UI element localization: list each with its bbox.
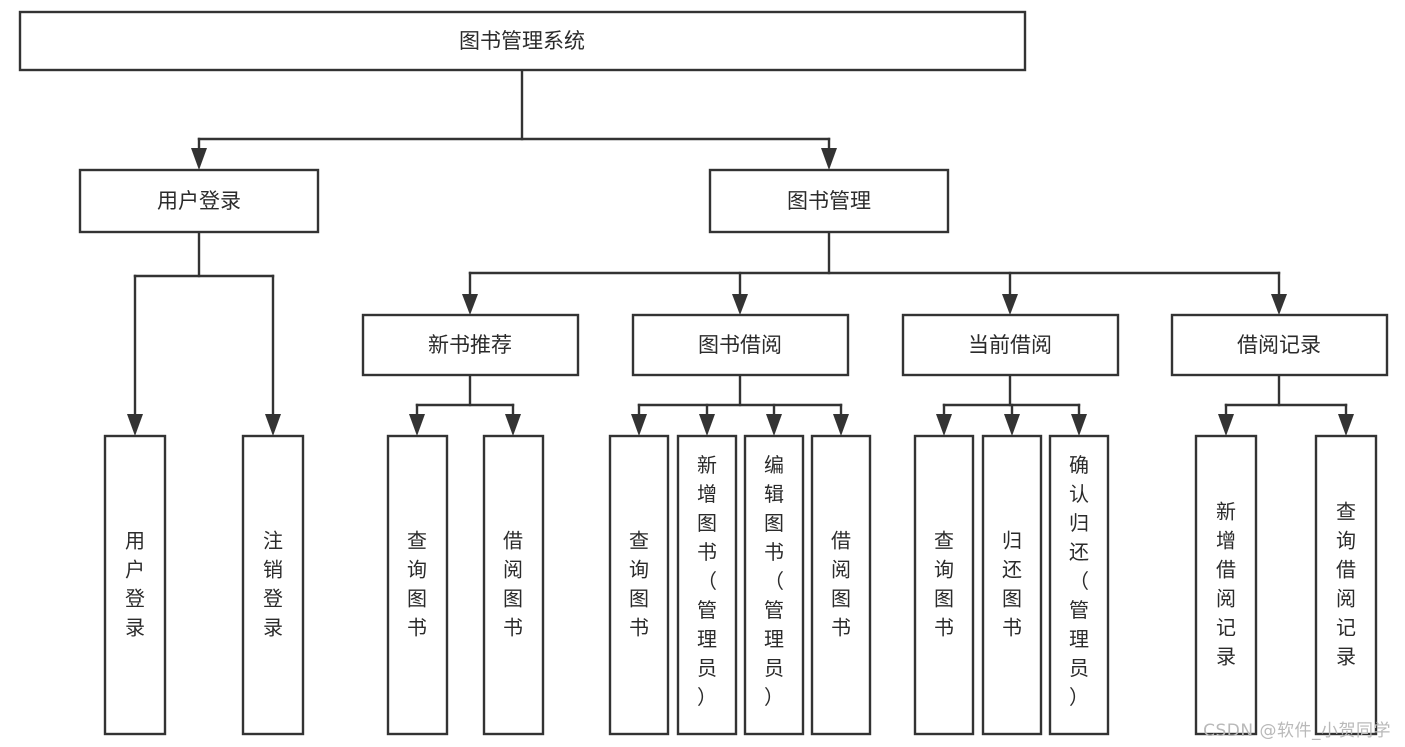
node-current-borrow[interactable]: 当前借阅: [901, 313, 1120, 377]
node-leaf-br-add-label: 新增借阅记录: [1216, 499, 1236, 668]
arrow-to-user-login: [191, 148, 207, 170]
arrow-to-leaf-bb-borrow: [833, 414, 849, 436]
node-book-manage-box[interactable]: [708, 168, 950, 234]
node-leaf-rec-borrow-box[interactable]: [482, 434, 545, 736]
node-leaf-user-login-label: 用户登录: [125, 528, 145, 639]
node-leaf-bb-borrow-label: 借阅图书: [831, 528, 851, 639]
node-leaf-cb-query-box[interactable]: [913, 434, 975, 736]
node-leaf-cb-query[interactable]: 查询图书: [913, 434, 975, 736]
arrow-to-current-borrow: [1002, 294, 1018, 315]
node-leaf-bb-query[interactable]: 查询图书: [608, 434, 670, 736]
watermark-text: CSDN @软件_小贺同学: [1203, 721, 1391, 741]
node-leaf-rec-borrow[interactable]: 借阅图书: [482, 434, 545, 736]
node-leaf-br-query[interactable]: 查询借阅记录: [1314, 434, 1378, 736]
node-leaf-bb-borrow-box[interactable]: [810, 434, 872, 736]
arrowheads: [127, 148, 1354, 436]
node-leaf-logout-box[interactable]: [241, 434, 305, 736]
node-leaf-bb-query-label: 查询图书: [629, 528, 649, 639]
arrow-to-leaf-bb-query: [631, 414, 647, 436]
arrow-to-leaf-bb-edit: [766, 414, 782, 436]
arrow-to-leaf-bb-add: [699, 414, 715, 436]
arrow-to-leaf-user-login: [127, 414, 143, 436]
node-leaf-br-add[interactable]: 新增借阅记录: [1194, 434, 1258, 736]
node-leaf-logout-label: 注销登录: [263, 528, 283, 639]
node-leaf-cb-confirm-box[interactable]: [1048, 434, 1110, 736]
arrow-to-new-book-rec: [462, 294, 478, 315]
node-leaf-rec-query-label: 查询图书: [407, 528, 427, 639]
arrow-to-leaf-br-add: [1218, 414, 1234, 436]
node-leaf-cb-confirm[interactable]: 确认归还（管理员）: [1048, 434, 1110, 736]
node-current-borrow-box[interactable]: [901, 313, 1120, 377]
node-leaf-cb-return[interactable]: 归还图书: [981, 434, 1043, 736]
node-leaf-rec-borrow-label: 借阅图书: [503, 528, 523, 639]
node-leaf-br-query-box[interactable]: [1314, 434, 1378, 736]
node-leaf-rec-query[interactable]: 查询图书: [386, 434, 449, 736]
node-leaf-logout[interactable]: 注销登录: [241, 434, 305, 736]
arrow-to-leaf-cb-return: [1004, 414, 1020, 436]
node-book-borrow[interactable]: 图书借阅: [631, 313, 850, 377]
arrow-to-leaf-logout: [265, 414, 281, 436]
node-leaf-bb-edit[interactable]: 编辑图书（管理员）: [743, 434, 805, 736]
node-leaf-rec-query-box[interactable]: [386, 434, 449, 736]
node-new-book-rec-label: 新书推荐: [428, 333, 512, 357]
node-user-login-label: 用户登录: [157, 189, 241, 213]
node-leaf-br-add-box[interactable]: [1194, 434, 1258, 736]
node-book-manage-label: 图书管理: [787, 189, 871, 213]
node-leaf-user-login[interactable]: 用户登录: [103, 434, 167, 736]
arrow-to-book-borrow: [732, 294, 748, 315]
node-leaf-br-query-label: 查询借阅记录: [1336, 499, 1356, 668]
node-user-login-box[interactable]: [78, 168, 320, 234]
node-new-book-rec[interactable]: 新书推荐: [361, 313, 580, 377]
node-new-book-rec-box[interactable]: [361, 313, 580, 377]
node-book-manage[interactable]: 图书管理: [708, 168, 950, 234]
node-root[interactable]: 图书管理系统: [18, 10, 1027, 72]
node-leaf-bb-borrow[interactable]: 借阅图书: [810, 434, 872, 736]
node-leaf-cb-confirm-label: 确认归还（管理员）: [1069, 453, 1089, 709]
node-book-borrow-box[interactable]: [631, 313, 850, 377]
arrow-to-book-manage: [821, 148, 837, 170]
node-leaf-cb-return-box[interactable]: [981, 434, 1043, 736]
node-leaf-bb-query-box[interactable]: [608, 434, 670, 736]
node-book-borrow-label: 图书借阅: [698, 333, 782, 357]
node-root-box[interactable]: [18, 10, 1027, 72]
node-leaf-bb-edit-box[interactable]: [743, 434, 805, 736]
node-leaf-bb-add-label: 新增图书（管理员）: [697, 453, 717, 709]
arrow-to-leaf-cb-query: [936, 414, 952, 436]
node-borrow-record-label: 借阅记录: [1237, 333, 1321, 357]
node-root-label: 图书管理系统: [459, 29, 585, 53]
arrow-to-leaf-br-query: [1338, 414, 1354, 436]
arrow-to-leaf-rec-borrow: [505, 414, 521, 436]
node-user-login[interactable]: 用户登录: [78, 168, 320, 234]
arrow-to-leaf-rec-query: [409, 414, 425, 436]
node-leaf-bb-edit-label: 编辑图书（管理员）: [764, 453, 784, 709]
node-leaf-cb-return-label: 归还图书: [1002, 528, 1022, 639]
arrow-to-leaf-cb-confirm: [1071, 414, 1087, 436]
node-borrow-record-box[interactable]: [1170, 313, 1389, 377]
node-current-borrow-label: 当前借阅: [968, 333, 1052, 357]
arrow-to-borrow-record: [1271, 294, 1287, 315]
node-leaf-bb-add-box[interactable]: [676, 434, 738, 736]
node-leaf-user-login-box[interactable]: [103, 434, 167, 736]
node-borrow-record[interactable]: 借阅记录: [1170, 313, 1389, 377]
node-leaf-bb-add[interactable]: 新增图书（管理员）: [676, 434, 738, 736]
node-leaf-cb-query-label: 查询图书: [934, 528, 954, 639]
